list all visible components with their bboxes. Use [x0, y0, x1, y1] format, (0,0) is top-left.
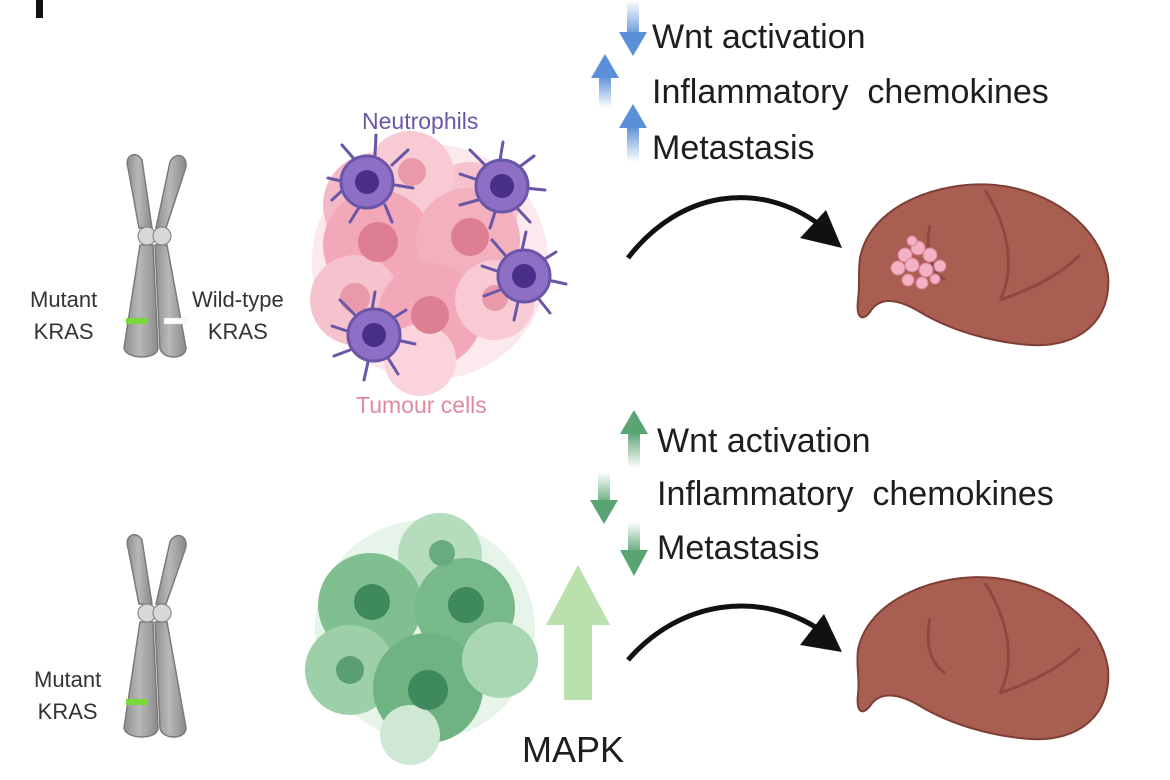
top-progression-arrow	[626, 195, 842, 260]
wildtype-kras-band	[163, 317, 187, 325]
mutant-kras-band-bottom	[126, 699, 148, 705]
top-mutant-kras-label: Mutant KRAS	[30, 284, 97, 348]
bottom-mutant-label-line1: Mutant	[34, 667, 102, 692]
bottom-mutant-label-line2: KRAS	[37, 698, 98, 724]
neutrophil-cells	[326, 133, 568, 382]
liver-healthy	[856, 576, 1110, 741]
bottom-regulation-arrows	[590, 410, 648, 576]
bottom-effect-wnt: Wnt activation	[657, 422, 871, 460]
top-wnt-down-arrow	[619, 0, 647, 56]
liver-with-metastasis	[856, 183, 1110, 347]
bottom-progression-arrow	[626, 603, 842, 662]
bottom-effect-chemokines: Inflammatory chemokines	[657, 475, 1054, 513]
bottom-effect-metastasis: Metastasis	[657, 529, 820, 567]
panel-letter-mark	[36, 0, 43, 18]
bottom-metastasis-down-arrow	[620, 522, 648, 576]
bottom-mutant-kras-label: Mutant KRAS	[34, 664, 101, 728]
neutrophils-label: Neutrophils	[362, 108, 479, 134]
top-regulation-arrows	[591, 0, 647, 162]
top-mutant-label-line1: Mutant	[30, 287, 98, 312]
top-chemokines-up-arrow	[591, 54, 619, 108]
top-effect-chemokines: Inflammatory chemokines	[652, 73, 1049, 111]
top-wildtype-kras-label: Wild-type KRAS	[192, 284, 284, 348]
top-wildtype-label-line1: Wild-type	[192, 287, 284, 312]
mapk-arrow	[546, 565, 610, 700]
top-metastasis-up-arrow	[619, 104, 647, 162]
chromosome-bottom	[123, 533, 187, 738]
top-wildtype-label-line2: KRAS	[207, 318, 268, 344]
bottom-wnt-up-arrow	[620, 410, 648, 468]
mapk-label: MAPK	[522, 729, 625, 770]
tumour-cells-label: Tumour cells	[356, 392, 487, 418]
mutant-kras-band	[126, 318, 148, 324]
metastasis-nodule	[890, 235, 947, 290]
green-tumour-cluster	[305, 513, 538, 765]
top-mutant-label-line2: KRAS	[33, 318, 94, 344]
top-effect-metastasis: Metastasis	[652, 129, 815, 167]
top-effect-wnt: Wnt activation	[652, 18, 866, 56]
bottom-chemokines-down-arrow	[590, 472, 618, 524]
chromosome-top	[123, 153, 187, 358]
